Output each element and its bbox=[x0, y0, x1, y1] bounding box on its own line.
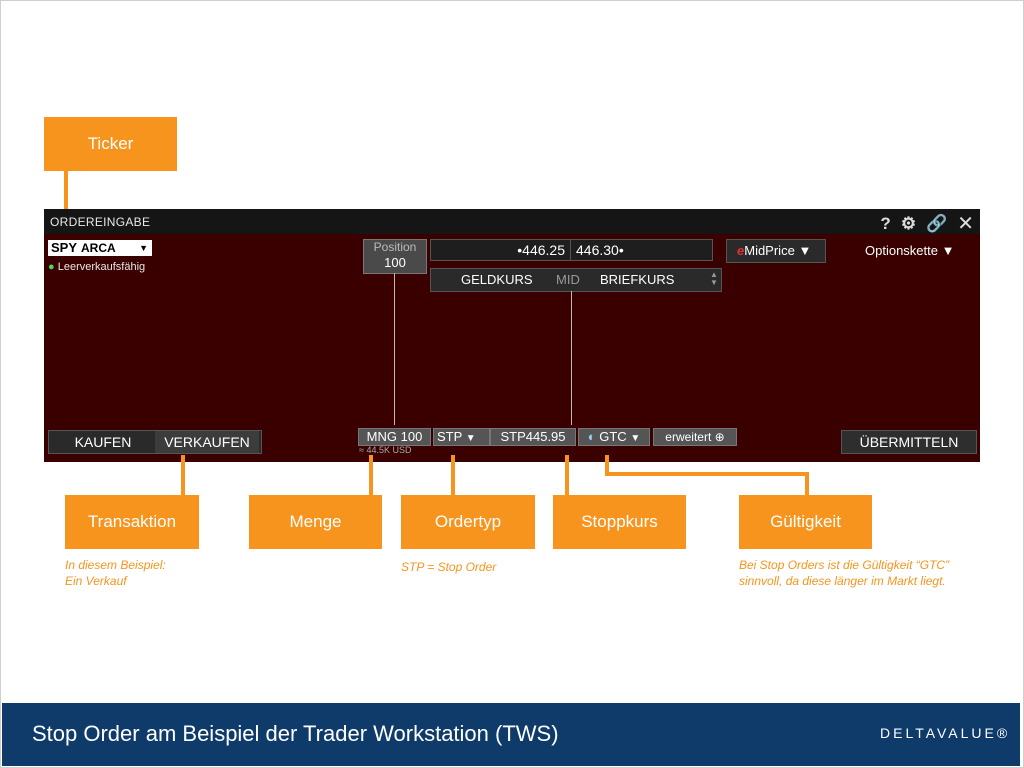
connector-stoppkurs bbox=[565, 455, 569, 495]
plus-icon: ⊕ bbox=[714, 430, 725, 444]
mid-label: MID bbox=[556, 272, 580, 287]
position-box: Position 100 bbox=[363, 239, 427, 274]
ask-label: BRIEFKURS bbox=[600, 272, 675, 287]
close-icon[interactable]: ✕ bbox=[957, 213, 974, 235]
bid-label: GELDKURS bbox=[461, 272, 533, 287]
short-status: ● Leerverkaufsfähig bbox=[48, 261, 145, 273]
callout-ordertyp: Ordertyp bbox=[401, 495, 535, 549]
options-chain-label: Optionskette bbox=[865, 243, 938, 258]
advanced-button[interactable]: erweitert ⊕ bbox=[653, 428, 737, 446]
note-gueltigkeit: Bei Stop Orders ist die Gültigkeit “GTC”… bbox=[739, 558, 950, 588]
spinner-icon[interactable]: ▲▼ bbox=[710, 270, 718, 287]
callout-stoppkurs: Stoppkurs bbox=[553, 495, 686, 549]
advanced-label: erweitert bbox=[665, 430, 712, 444]
e-icon: e bbox=[737, 243, 745, 258]
order-type-value: STP bbox=[437, 429, 463, 444]
position-value: 100 bbox=[384, 255, 406, 270]
stop-price-field[interactable]: STP445.95 bbox=[490, 428, 576, 446]
link-icon[interactable]: 🔗 bbox=[926, 213, 948, 233]
chevron-down-icon: ▼ bbox=[465, 433, 476, 444]
connector-ticker bbox=[64, 171, 68, 239]
connector-gueltigkeit-b bbox=[605, 472, 809, 476]
price-mode-select[interactable]: eMidPrice ▼ bbox=[726, 239, 826, 263]
titlebar: ORDEREINGABE ? ⚙ 🔗 ✕ bbox=[44, 209, 980, 235]
window-title: ORDEREINGABE bbox=[50, 215, 151, 229]
chevron-down-icon: ▼ bbox=[630, 433, 641, 444]
short-status-text: Leerverkaufsfähig bbox=[57, 261, 146, 273]
chevron-down-icon: ▼ bbox=[139, 243, 148, 253]
sell-button[interactable]: VERKAUFEN bbox=[155, 431, 259, 453]
chevron-down-icon: ▼ bbox=[941, 243, 955, 258]
footer-title: Stop Order am Beispiel der Trader Workst… bbox=[32, 721, 559, 746]
connector-menge bbox=[369, 455, 373, 495]
connector-position bbox=[394, 273, 395, 425]
order-type-select[interactable]: STP ▼ bbox=[433, 428, 490, 446]
ticker-exchange: ARCA bbox=[81, 241, 116, 255]
note-ordertyp: STP = Stop Order bbox=[401, 560, 497, 574]
position-label: Position bbox=[373, 240, 417, 254]
connector-transaktion bbox=[181, 455, 185, 495]
connector-gueltigkeit-c bbox=[805, 472, 809, 495]
buy-sell-toggle[interactable]: KAUFEN VERKAUFEN bbox=[48, 430, 262, 454]
bid-price[interactable]: •446.25 bbox=[430, 239, 571, 261]
tif-select[interactable]: ◐ GTC ▼ bbox=[578, 428, 650, 446]
callout-gueltigkeit: Gültigkeit bbox=[739, 495, 872, 549]
tif-value: GTC bbox=[599, 429, 627, 444]
ask-price[interactable]: 446.30• bbox=[570, 239, 713, 261]
callout-transaktion: Transaktion bbox=[65, 495, 199, 549]
callout-ticker: Ticker bbox=[44, 117, 177, 171]
connector-ordertyp bbox=[451, 455, 455, 495]
gear-icon[interactable]: ⚙ bbox=[900, 213, 917, 233]
help-icon[interactable]: ? bbox=[880, 213, 891, 233]
deltavalue-logo: DELTAVALUE® bbox=[880, 725, 1011, 741]
price-mode-value: MidPrice bbox=[744, 243, 795, 258]
quantity-field[interactable]: MNG 100 bbox=[358, 428, 431, 446]
note-transaktion: In diesem Beispiel: Ein Verkauf bbox=[65, 558, 166, 588]
submit-button[interactable]: ÜBERMITTELN bbox=[841, 430, 977, 454]
callout-menge: Menge bbox=[249, 495, 382, 549]
ticker-symbol: SPY bbox=[51, 240, 78, 255]
connector-mid bbox=[571, 291, 572, 425]
clock-icon: ◐ bbox=[587, 429, 596, 444]
price-labels: GELDKURS MID BRIEFKURS bbox=[430, 268, 722, 292]
status-dot-icon: ● bbox=[48, 261, 55, 273]
chevron-down-icon: ▼ bbox=[798, 243, 812, 258]
buy-button[interactable]: KAUFEN bbox=[74, 434, 132, 450]
connector-gueltigkeit-a bbox=[605, 455, 609, 476]
footer-bar: Stop Order am Beispiel der Trader Workst… bbox=[2, 703, 1020, 766]
quantity-estimate: ≈ 44.5K USD bbox=[359, 445, 412, 455]
options-chain-button[interactable]: Optionskette ▼ bbox=[865, 243, 955, 258]
